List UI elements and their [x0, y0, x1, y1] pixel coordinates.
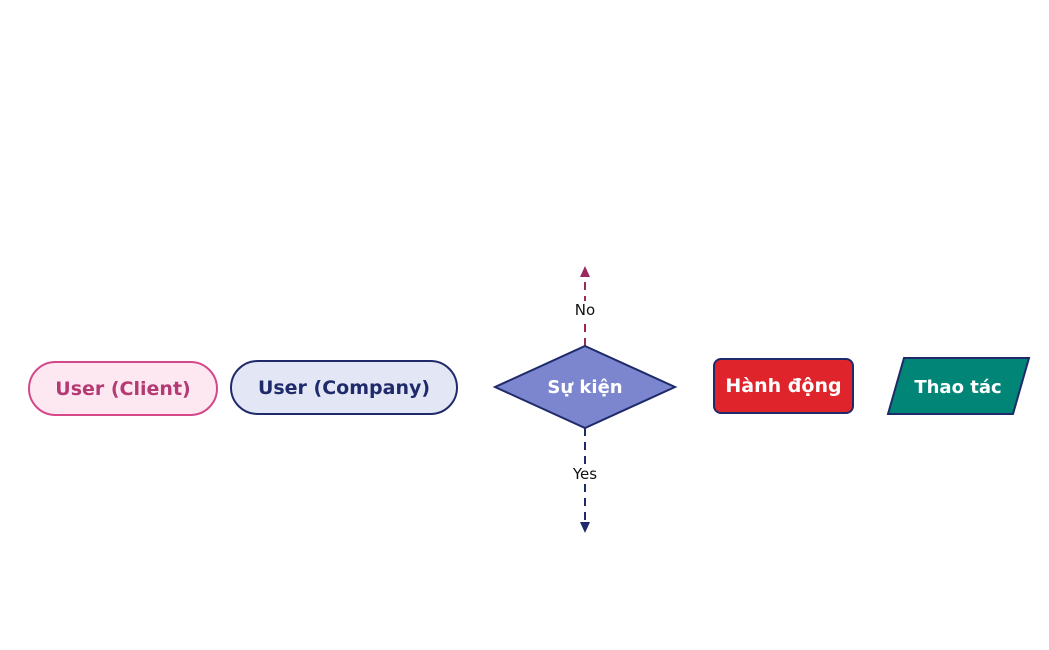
user-company-label: User (Company)	[257, 376, 431, 399]
no-arrowhead	[580, 266, 590, 277]
operation-parallelogram	[886, 357, 1031, 415]
yes-edge-label: Yes	[570, 465, 600, 483]
action-process-box: Hành động	[713, 358, 854, 414]
no-edge-label: No	[572, 301, 598, 319]
event-label: Sự kiện	[547, 377, 622, 398]
user-client-terminal: User (Client)	[28, 361, 218, 416]
operation-label: Thao tác	[914, 377, 1001, 398]
event-decision-diamond	[492, 344, 678, 430]
user-client-label: User (Client)	[55, 377, 191, 400]
user-company-terminal: User (Company)	[230, 360, 458, 415]
action-label: Hành động	[725, 375, 842, 397]
yes-arrowhead	[580, 522, 590, 533]
